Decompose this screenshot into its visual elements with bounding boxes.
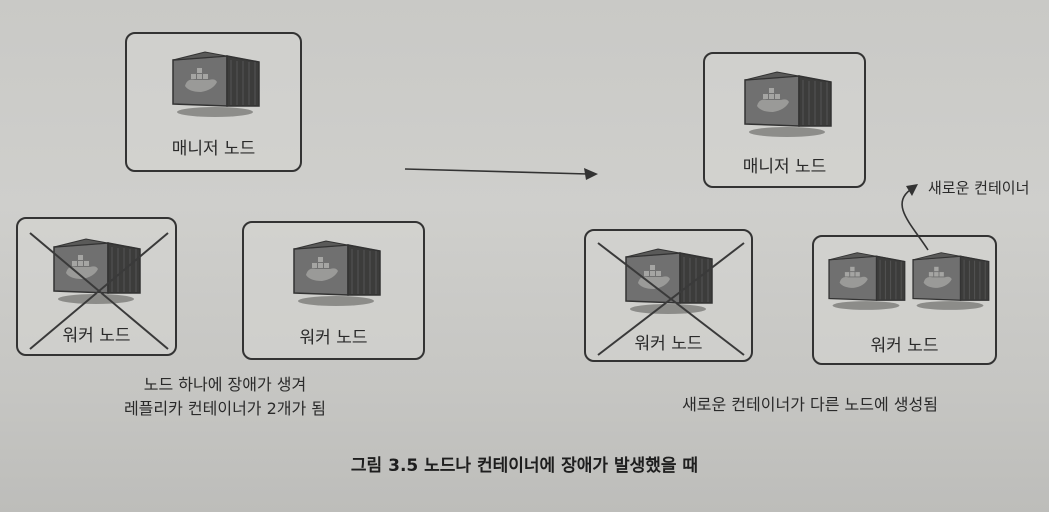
worker-node-left: 워커 노드 <box>242 221 425 360</box>
worker-node-label: 워커 노드 <box>62 326 131 346</box>
worker-node-right: 워커 노드 <box>812 235 997 365</box>
manager-node-right: 매니저 노드 <box>703 52 866 188</box>
worker-node-label: 워커 노드 <box>299 328 368 348</box>
worker-node-right-failed: 워커 노드 <box>584 229 753 362</box>
right-caption: 새로운 컨테이너가 다른 노드에 생성됨 <box>682 395 938 414</box>
docker-container-icon <box>165 48 265 118</box>
worker-node-left-failed: 워커 노드 <box>16 217 177 356</box>
cross-out-mark <box>29 232 169 350</box>
left-caption-line1: 노드 하나에 장애가 생겨 <box>143 375 307 394</box>
new-container-note: 새로운 컨테이너 <box>928 179 1030 197</box>
new-docker-container-icon <box>906 249 994 311</box>
manager-node-label: 매니저 노드 <box>742 157 827 177</box>
manager-node-label: 매니저 노드 <box>171 139 256 159</box>
cross-out-mark <box>597 242 745 356</box>
worker-node-label: 워커 노드 <box>634 334 703 354</box>
left-caption: 노드 하나에 장애가 생겨 레플리카 컨테이너가 2개가 됨 <box>60 373 390 421</box>
docker-container-icon <box>822 249 910 311</box>
manager-node-left: 매니저 노드 <box>125 32 302 172</box>
worker-node-label: 워커 노드 <box>870 336 939 356</box>
docker-container-icon <box>286 237 386 307</box>
left-caption-line2: 레플리카 컨테이너가 2개가 됨 <box>123 399 327 418</box>
figure-caption: 그림 3.5 노드나 컨테이너에 장애가 발생했을 때 <box>350 456 699 476</box>
docker-container-icon <box>737 68 837 138</box>
